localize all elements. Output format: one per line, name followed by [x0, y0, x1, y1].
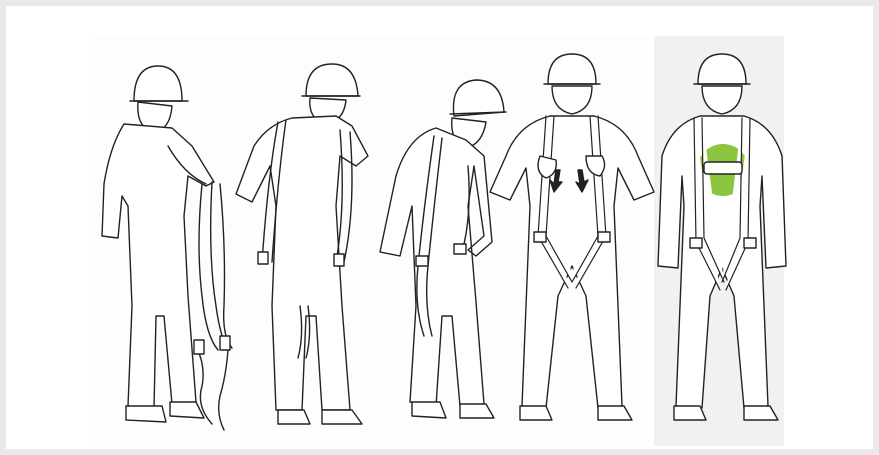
person-shouldering-harness-icon: [236, 64, 368, 424]
illustration-frame: [6, 6, 873, 449]
person-holding-harness-icon: [102, 66, 232, 430]
person-buckling-leg-strap-icon: [380, 80, 506, 418]
person-tightening-shoulder-straps-icon: [490, 54, 654, 420]
harness-steps-drawing: [6, 6, 873, 449]
person-harness-fitted-icon: [658, 54, 786, 420]
